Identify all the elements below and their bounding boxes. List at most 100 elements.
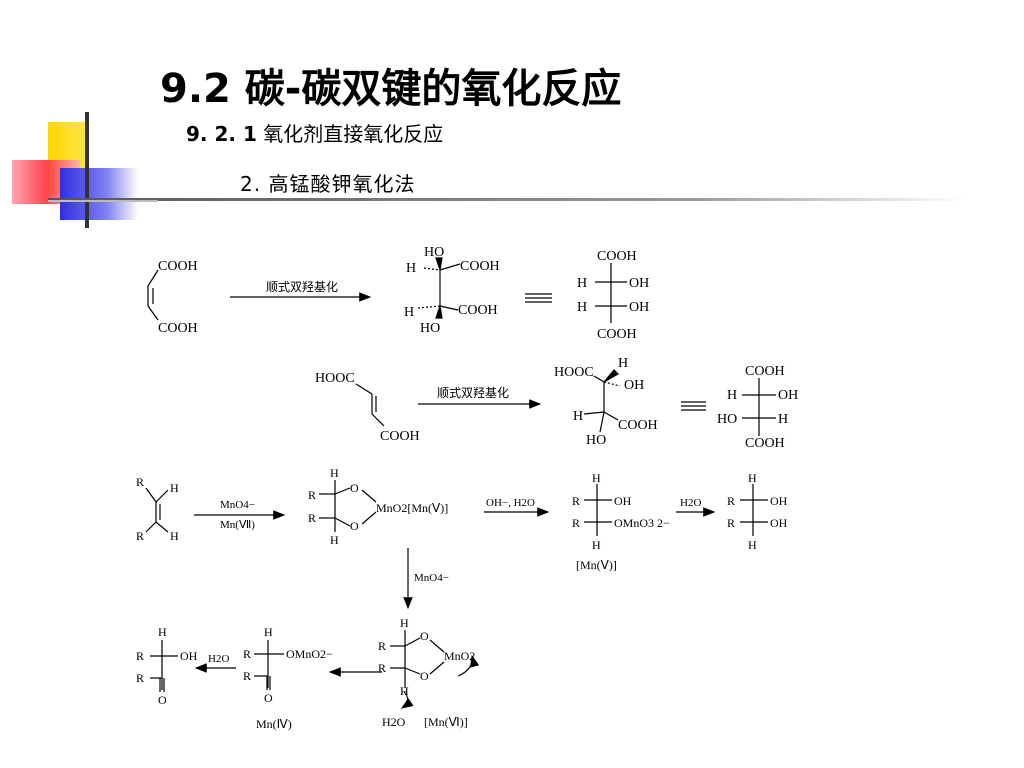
hydroxy-ketone-product: [150, 640, 178, 692]
reaction2-equivalence: [681, 401, 706, 411]
mn6-label: [Mn(Ⅵ)]: [424, 715, 468, 729]
step1-mn: Mn(Ⅶ): [220, 519, 255, 531]
final-h-top: H: [158, 625, 167, 639]
r1-product-h-top: H: [406, 261, 416, 276]
mn6-cyclic-ester: [390, 630, 480, 709]
cyclic-h-bottom: H: [330, 533, 339, 547]
step2-reagent: OH−, H2O: [486, 497, 535, 509]
mn5-oh: OH: [614, 494, 632, 508]
mn5-intermediate: [584, 484, 612, 536]
r2-fischer-ho: HO: [717, 412, 737, 427]
reaction2-reactant: [355, 383, 385, 427]
r1-fischer-oh2: OH: [629, 300, 649, 315]
diol-oh1: OH: [770, 494, 788, 508]
alkene-h1: H: [170, 481, 179, 495]
blue-block: [60, 168, 138, 220]
section-number: 9. 2. 1: [186, 122, 257, 146]
r2-product-h-top: H: [618, 356, 628, 371]
final-oh: OH: [180, 649, 198, 663]
cyclic-mn-label: MnO2[Mn(Ⅴ)]: [376, 501, 448, 515]
mn5-omno3: OMnO3 2−: [614, 516, 670, 530]
r1-product-cooh-top: COOH: [460, 259, 500, 274]
diol-oh2: OH: [770, 516, 788, 530]
r1-fischer-h1: H: [577, 276, 587, 291]
alkene-r2: R: [136, 529, 144, 543]
r2-arrow-label: 顺式双羟基化: [437, 385, 509, 400]
mn4-label: Mn(Ⅳ): [256, 717, 292, 731]
diol-h-top: H: [748, 471, 757, 485]
mn6-r1: R: [378, 639, 386, 653]
reaction2-fischer: [742, 378, 776, 436]
reaction1-product: [417, 257, 461, 319]
r1-product-cooh-bottom: COOH: [458, 303, 498, 318]
r2-fischer-bottom: COOH: [745, 436, 785, 451]
step3-reagent: H2O: [680, 497, 701, 509]
r2-fischer-oh1: OH: [778, 388, 798, 403]
cyclic-o1: O: [350, 481, 359, 495]
cyclic-h-top: H: [330, 466, 339, 480]
diol-r2: R: [727, 516, 735, 530]
diol-h-bottom: H: [748, 538, 757, 552]
step1-reagent: MnO4−: [220, 499, 255, 511]
r1-reactant-top: COOH: [158, 259, 198, 274]
reaction1-fischer: [595, 263, 627, 323]
final-o: O: [158, 693, 167, 707]
final-r2: R: [136, 671, 144, 685]
cyclic-r1: R: [308, 488, 316, 502]
mn6-o1: O: [420, 629, 429, 643]
mn6-r2: R: [378, 661, 386, 675]
final-r1: R: [136, 649, 144, 663]
r2-product-oh: OH: [624, 378, 644, 393]
mechanism-alkene: [145, 487, 169, 533]
r1-fischer-bottom: COOH: [597, 327, 637, 342]
section-heading: 9. 2. 1 氧化剂直接氧化反应: [186, 118, 443, 147]
diol-product: [740, 484, 768, 536]
item-heading: 2. 高锰酸钾氧化法: [240, 172, 416, 196]
horizontal-bar: [48, 198, 968, 201]
r2-product-hooc: HOOC: [554, 365, 594, 380]
r2-reactant-bottom: COOH: [380, 429, 420, 444]
mn4-h-top: H: [264, 625, 273, 639]
mn5-r2: R: [572, 516, 580, 530]
r2-product-ho: HO: [586, 433, 606, 448]
alkene-h2: H: [170, 529, 179, 543]
mn4-intermediate: [254, 640, 284, 690]
r2-product-cooh: COOH: [618, 418, 658, 433]
r2-fischer-h1: H: [727, 388, 737, 403]
reaction1-equivalence: [525, 293, 552, 303]
mn4-r2: R: [243, 669, 251, 683]
r1-fischer-h2: H: [577, 300, 587, 315]
mn4-omno2: OMnO2−: [286, 647, 333, 661]
r1-product-h-bottom: H: [404, 305, 414, 320]
r2-reactant-top: HOOC: [315, 371, 355, 386]
slide-title: 9.2 碳-碳双键的氧化反应: [160, 66, 622, 112]
reaction1-reactant: [147, 269, 159, 321]
mn6-o2: O: [420, 669, 429, 683]
section-title: 氧化剂直接氧化反应: [263, 122, 444, 146]
mn6-mno2: MnO2: [444, 649, 475, 663]
final-water: H2O: [208, 653, 229, 665]
down-reagent: MnO4−: [414, 572, 449, 584]
mn4-r1: R: [243, 647, 251, 661]
mn5-r1: R: [572, 494, 580, 508]
r1-fischer-top: COOH: [597, 249, 637, 264]
cyclic-r2: R: [308, 511, 316, 525]
mn5-h-bottom: H: [592, 538, 601, 552]
title-decoration: [12, 112, 968, 228]
mn4-o: O: [264, 691, 273, 705]
vertical-bar: [85, 112, 89, 228]
reaction2-product: [583, 369, 621, 433]
r1-reactant-bottom: COOH: [158, 321, 198, 336]
r2-fischer-h2: H: [778, 412, 788, 427]
mn6-h-bottom: H: [400, 684, 409, 698]
mn6-water: H2O: [382, 715, 406, 729]
r1-product-ho-bottom: HO: [420, 321, 440, 336]
mn6-h-top: H: [400, 616, 409, 630]
mn5-h-top: H: [592, 471, 601, 485]
alkene-r1: R: [136, 475, 144, 489]
r1-arrow-label: 顺式双羟基化: [266, 279, 338, 294]
cyclic-manganate-ester: [319, 480, 377, 532]
cyclic-o2: O: [350, 519, 359, 533]
diol-r1: R: [727, 494, 735, 508]
